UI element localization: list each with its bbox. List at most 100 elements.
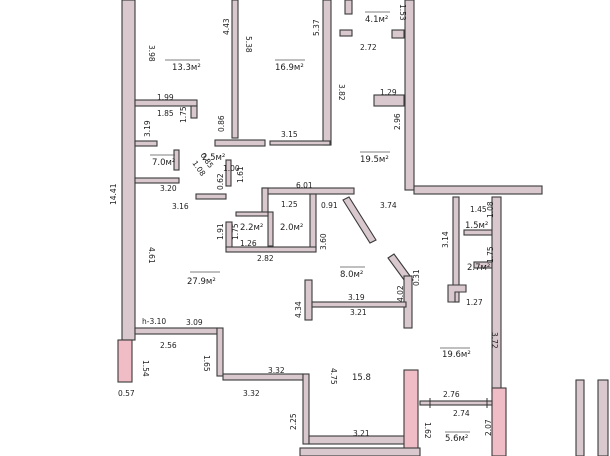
dim-label: 3.20 [160,184,177,193]
wall-room2-left [231,0,239,139]
dim-label-vertical: 1.61 [236,166,245,183]
dim-label: 6.01 [296,181,313,190]
dim-label: 3.32 [268,366,285,375]
wall-room5-bottom [195,193,227,200]
dim-label: 1.27 [466,298,483,307]
wall-center-mid [309,193,317,250]
wall-bottom-step [216,327,224,377]
wall-room7-8-divider [267,211,274,247]
room-area-6: 19.5м² [360,155,389,165]
wall-room10-corner [447,284,467,303]
dim-label: 1.85 [157,109,174,118]
room-area-9: 1.5м² [465,221,488,231]
dim-label: 3.16 [172,202,189,211]
dim-label-vertical: 4.61 [147,247,156,264]
outer-wall-right [491,196,502,393]
dim-label: 1.45 [470,205,487,214]
dim-label: 3.19 [348,293,365,302]
wall-diagonal-1 [342,196,377,244]
wall-far-right-fragment [575,379,585,456]
dim-label-vertical: 14.41 [109,183,118,205]
room-area-3: 4.1м² [365,15,388,25]
wall-room15-top [419,400,493,406]
dim-label-vertical: 3.19 [143,120,152,137]
room-area-10: 2.7м² [467,263,490,273]
dim-label: 1.25 [281,200,298,209]
outer-wall-left [121,0,136,341]
room-area-12: 8.0м² [340,270,363,280]
dim-label-vertical: 2.96 [393,113,402,130]
dim-label-vertical: 3.60 [319,233,328,250]
wall-bottom-right-post [403,369,419,456]
wall-room2-bottom-left [214,139,266,147]
wall-bottom-strip [299,447,421,456]
dim-label-vertical: 4.75 [329,368,338,385]
wall-room2-bottom-right [269,140,331,146]
outer-wall-top-right [404,0,415,191]
wall-room4-bottom [134,177,180,184]
dim-label-vertical: 1.75 [231,223,240,240]
dim-label-vertical: 5.38 [244,36,253,53]
dim-label-vertical: 2.25 [289,413,298,430]
wall-bottom-left [134,327,218,335]
dim-label: 2.72 [360,43,377,52]
dim-label: 3.09 [186,318,203,327]
dim-label: 1.29 [380,88,397,97]
room-area-13: 19.6м² [442,350,471,360]
wall-bottom-far-right [491,387,507,456]
room-area-1: 13.3м² [172,63,201,73]
dim-label: 0.91 [321,201,338,210]
wall-room7-bottom [225,246,317,253]
dim-label-vertical: 3.98 [147,45,156,62]
room-area-14: 15.8 [352,373,371,383]
wall-room6-stub [373,94,405,107]
wall-room5-diag [173,149,180,171]
wall-room9-left [452,196,460,303]
dim-label-vertical: 0.86 [217,115,226,132]
dim-label-vertical: 1.54 [141,360,150,377]
room-area-4: 7.0м² [152,158,175,168]
wall-room3-stub [339,29,353,37]
dim-label: 3.15 [281,130,298,139]
wall-far-right-fragment-2 [597,379,609,456]
room-area-15: 5.6м² [445,434,468,444]
dim-label-vertical: 3.72 [490,332,499,349]
dim-label-vertical: 4.02 [396,285,405,302]
dim-label-vertical: 1.53 [398,4,407,21]
area-underlines [150,11,470,433]
wall-room3-left [344,0,353,15]
outer-wall-left-lower [117,339,133,383]
room-area-11: 27.9м² [187,277,216,287]
wall-room2-right [322,0,332,146]
dim-label: h-3.10 [142,317,166,326]
dim-label: 3.74 [380,201,397,210]
dim-label: 2.74 [453,409,470,418]
room-area-5: 2.5м² [202,153,225,163]
dim-label-vertical: 2.07 [484,419,493,436]
wall-room1-stub [190,105,198,119]
dim-label-vertical: 5.37 [312,19,321,36]
dim-label-vertical: 1.08 [486,201,495,218]
door-ticks [429,398,488,408]
dim-label-vertical: 0.31 [412,269,421,286]
room-area-7: 2.2м² [240,223,263,233]
dim-label-vertical: 4.43 [222,18,231,35]
dim-label-vertical: 4.34 [294,301,303,318]
dim-label: 1.00 [223,164,240,173]
beam-horizontal [311,301,407,308]
wall-room5-right [225,159,232,187]
beam-left-post [304,279,313,321]
dim-label-vertical: 1.75 [179,106,188,123]
wall-room7-top [235,211,269,217]
dim-label: 2.56 [160,341,177,350]
outer-wall-right-upper [413,185,543,195]
dim-label-vertical: 1.75 [486,246,495,263]
dim-label: 1.99 [157,93,174,102]
wall-center-left [261,187,269,215]
dim-label-vertical: 3.82 [337,84,346,101]
wall-room3-right-stub [391,29,405,39]
dim-label-vertical: 1.91 [216,223,225,240]
dim-label-vertical: 1.62 [423,422,432,439]
dim-label-vertical: 0.62 [216,173,225,190]
dim-label: 1.26 [240,239,257,248]
